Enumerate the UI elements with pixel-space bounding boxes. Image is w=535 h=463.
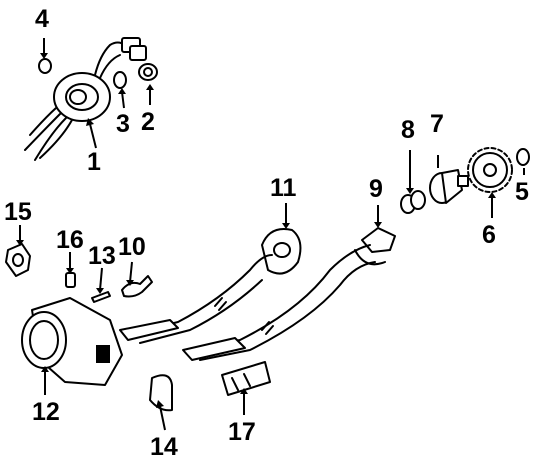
part-4-ring (38, 58, 52, 74)
column-tubes (119, 244, 376, 361)
part-9-bracket (354, 227, 396, 266)
callout-1: 1 (87, 148, 101, 176)
callout-13: 13 (88, 242, 116, 270)
part-16-sleeve (65, 272, 76, 288)
callout-3: 3 (116, 110, 130, 138)
callout-labels: 4 2 3 1 8 7 5 6 9 11 15 16 13 10 12 14 1… (4, 5, 529, 461)
part-10-key (121, 275, 153, 298)
callout-10: 10 (118, 233, 146, 261)
part-7-housing (429, 155, 469, 204)
part-2-nut (138, 63, 158, 81)
part-17-clip (221, 361, 271, 396)
callout-14: 14 (150, 433, 178, 461)
part-13-pin (91, 291, 111, 303)
part-6-gear (467, 147, 513, 193)
callout-8: 8 (401, 116, 415, 144)
part-3-washer (113, 71, 127, 89)
part-5-snap-ring (516, 148, 530, 166)
callout-7: 7 (430, 110, 444, 138)
callout-16: 16 (56, 226, 84, 254)
callout-5: 5 (515, 178, 529, 206)
callout-9: 9 (369, 175, 383, 203)
callout-4: 4 (35, 5, 49, 33)
callout-15: 15 (4, 198, 32, 226)
callout-2: 2 (141, 108, 155, 136)
part-15-fitting (5, 243, 31, 277)
leader-lines (16, 38, 525, 431)
callout-11: 11 (270, 174, 297, 202)
callout-17: 17 (228, 418, 256, 446)
part-8-bushing (400, 190, 426, 214)
part-1-clockspring (24, 37, 147, 161)
callout-6: 6 (482, 221, 496, 249)
callout-12: 12 (32, 398, 60, 426)
part-14-shield (149, 374, 173, 412)
part-11-lock-plate (261, 228, 302, 275)
part-12-ignition-housing (21, 297, 123, 386)
